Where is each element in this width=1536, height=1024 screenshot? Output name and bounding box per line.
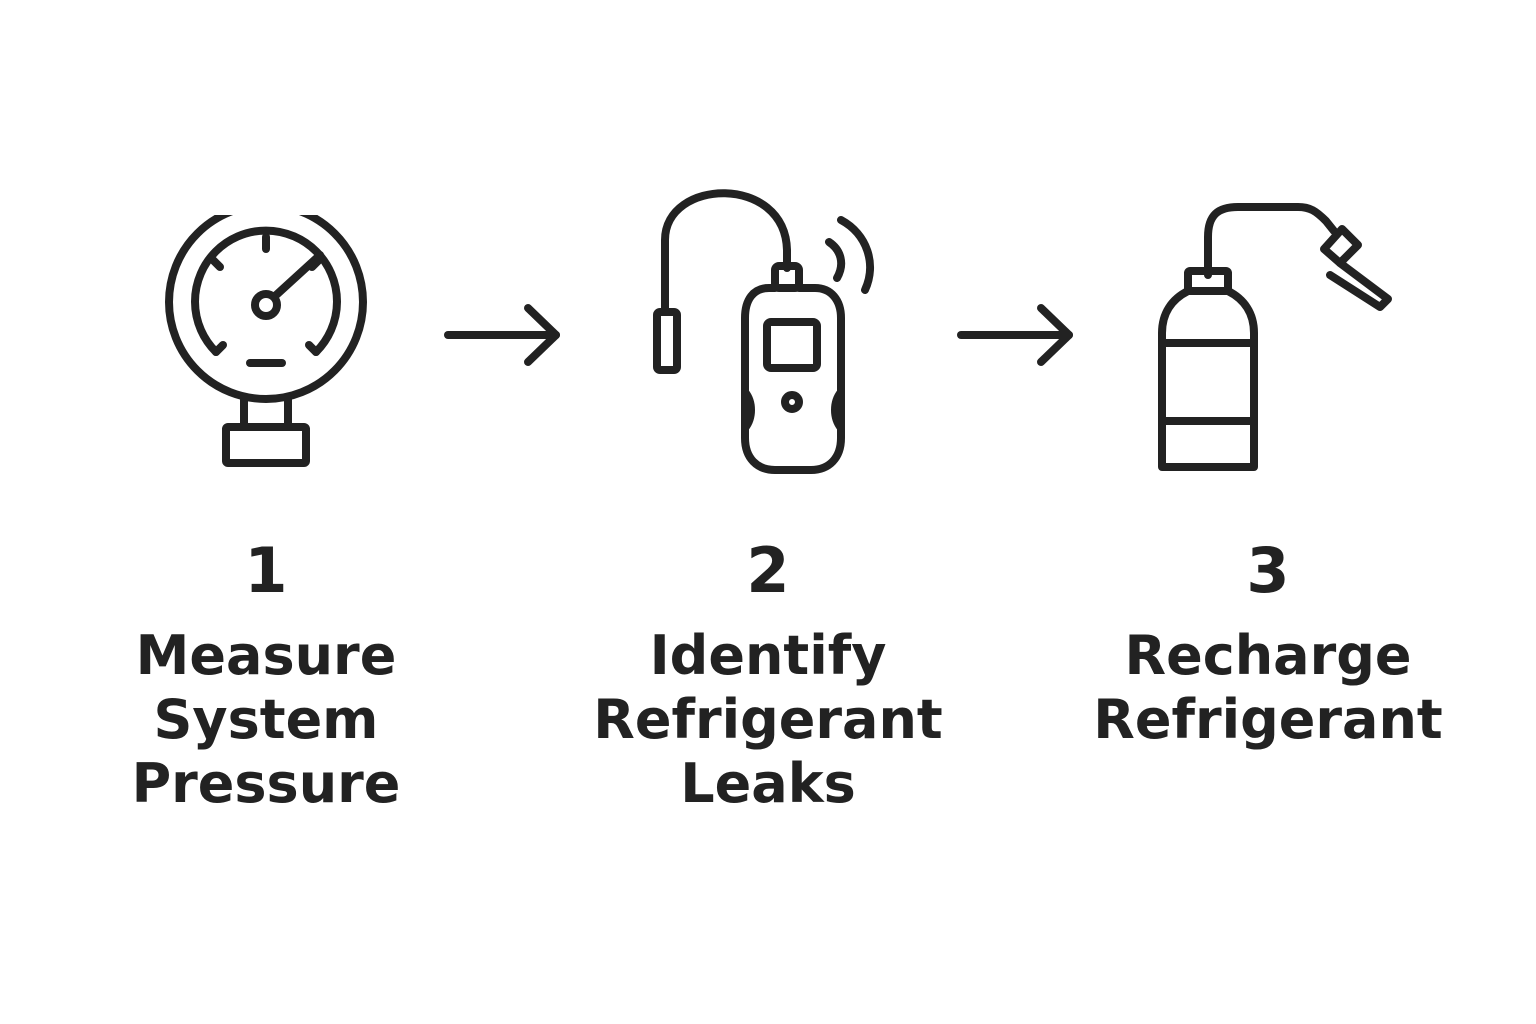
step-label-line: Measure bbox=[135, 624, 397, 687]
arrow-right-icon bbox=[957, 304, 1073, 366]
leak-detector-icon bbox=[653, 189, 875, 474]
step-label-line: Leaks bbox=[680, 752, 856, 815]
step-label-line: Identify bbox=[649, 624, 887, 687]
arrow-right-icon bbox=[444, 304, 560, 366]
step-label: Identify Refrigerant Leaks bbox=[568, 624, 968, 816]
step-number: 2 bbox=[746, 534, 790, 607]
refrigerant-bottle-icon bbox=[1158, 203, 1392, 471]
step-label-line: Refrigerant bbox=[1093, 688, 1443, 751]
step-label: Measure System Pressure bbox=[66, 624, 466, 816]
step-number: 1 bbox=[244, 534, 288, 607]
step-label-line: Pressure bbox=[131, 752, 401, 815]
step-label-line: Recharge bbox=[1124, 624, 1412, 687]
step-label-line: Refrigerant bbox=[593, 688, 943, 751]
step-number: 3 bbox=[1246, 534, 1290, 607]
step-label-line: System bbox=[153, 688, 379, 751]
step-label: Recharge Refrigerant bbox=[1068, 624, 1468, 752]
pressure-gauge-icon bbox=[165, 215, 367, 467]
